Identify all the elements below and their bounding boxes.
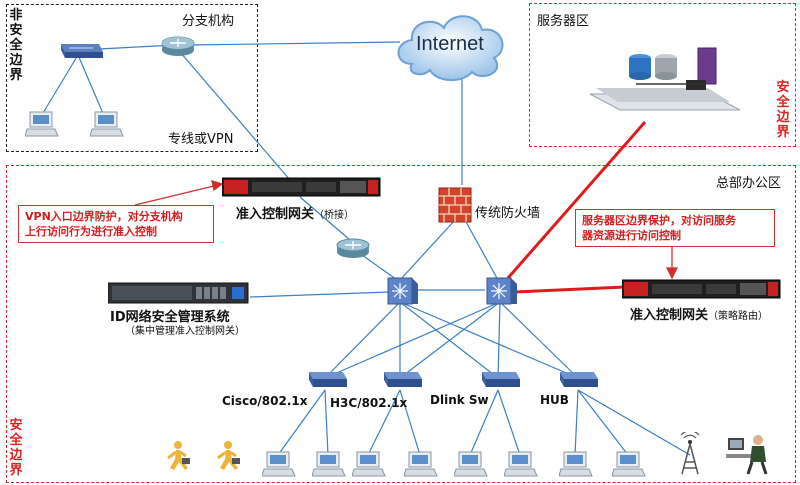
endpoint-pc-icon-7 — [559, 451, 593, 477]
policy-gateway-mode: （策略路由） — [708, 311, 769, 322]
server-callout-line-2: 器资源进行访问控制 — [582, 229, 681, 242]
link-mgmt-core1 — [249, 291, 389, 298]
endpoint-pc-icon-2 — [312, 451, 346, 477]
branch-side-label: 非安全边界 — [9, 8, 23, 83]
policy-gateway-label: 准入控制网关（策略路由） — [630, 304, 768, 323]
endpoint-pc-icon-5 — [454, 451, 488, 477]
server-zone-title: 服务器区 — [537, 14, 590, 29]
link-branch-switch-pc2 — [77, 54, 106, 119]
firewall-icon — [438, 187, 472, 223]
firewall-label: 传统防火墙 — [475, 206, 541, 221]
management-system-subtitle: （集中管理准入控制网关） — [125, 326, 245, 337]
bridge-gateway-device-icon — [222, 177, 381, 197]
link-firewall-core1 — [399, 219, 456, 281]
access-switch-label-dlink: Dlink Sw — [430, 393, 489, 407]
vpn-callout-line-2: 上行访问行为进行准入控制 — [25, 225, 157, 238]
branch-zone-title: 分支机构 — [182, 14, 235, 29]
branch-router-icon — [161, 36, 195, 56]
link-gateway-router — [299, 196, 351, 241]
core-switch-icon-1 — [387, 277, 418, 305]
policy-gateway-title: 准入控制网关 — [630, 308, 709, 323]
access-switch-label-h3c: H3C/802.1x — [330, 396, 408, 410]
server-zone — [529, 3, 796, 147]
endpoint-pc-icon-6 — [504, 451, 538, 477]
link-branch-router-gateway — [179, 51, 291, 181]
server-boundary-callout: 服务器区边界保护，对访问服务 器资源进行访问控制 — [575, 209, 775, 247]
mobile-user-icon-2 — [217, 441, 240, 470]
bridge-gateway-title: 准入控制网关 — [236, 207, 315, 222]
hq-side-label: 安全边界 — [9, 418, 23, 478]
branch-pc-icon-1 — [25, 111, 59, 137]
wireless-antenna-icon — [680, 432, 700, 475]
access-switch-icon-dlink — [482, 372, 520, 387]
mobile-user-icon-1 — [167, 441, 190, 470]
bridge-gateway-mode: （桥接） — [314, 210, 355, 221]
link-branch-switch-pc1 — [39, 54, 79, 119]
access-switch-label-hub: HUB — [540, 393, 569, 407]
internet-label: Internet — [416, 33, 484, 55]
server-callout-line-1: 服务器区边界保护，对访问服务 — [582, 214, 736, 227]
link-core2-server-zone — [506, 121, 647, 279]
access-switch-icon-cisco — [309, 372, 347, 387]
endpoint-pc-icon-8 — [612, 451, 646, 477]
core-switch-icon-2 — [486, 277, 517, 305]
hq-zone-title: 总部办公区 — [716, 176, 782, 191]
endpoint-pc-icon-1 — [262, 451, 296, 477]
branch-zone — [6, 4, 258, 152]
bridge-gateway-label: 准入控制网关（桥接） — [236, 203, 354, 222]
branch-vpn-label: 专线或VPN — [168, 132, 234, 147]
internet-cloud-icon — [397, 15, 504, 81]
policy-gateway-device-icon — [622, 279, 781, 299]
management-system-title: ID网络安全管理系统 — [110, 310, 230, 325]
branch-pc-icon-2 — [90, 111, 124, 137]
access-switch-label-cisco: Cisco/802.1x — [222, 394, 308, 408]
link-branch-router-internet — [189, 41, 401, 46]
management-server-device-icon — [108, 282, 249, 304]
link-firewall-core2 — [464, 219, 499, 281]
server-cluster-icon — [590, 47, 740, 111]
access-hub-icon — [560, 372, 598, 387]
hq-zone — [6, 165, 796, 483]
vpn-callout-line-1: VPN入口边界防护，对分支机构 — [25, 210, 183, 223]
link-core2-policy-gateway — [514, 285, 626, 294]
hq-router-icon — [336, 238, 370, 258]
access-switch-icon-h3c — [384, 372, 422, 387]
branch-switch-icon — [61, 44, 103, 58]
operator-desk-icon — [726, 435, 768, 475]
endpoint-pc-icon-4 — [404, 451, 438, 477]
server-side-label: 安全边界 — [776, 80, 790, 140]
vpn-boundary-callout: VPN入口边界防护，对分支机构 上行访问行为进行准入控制 — [18, 205, 214, 243]
endpoint-pc-icon-3 — [352, 451, 386, 477]
